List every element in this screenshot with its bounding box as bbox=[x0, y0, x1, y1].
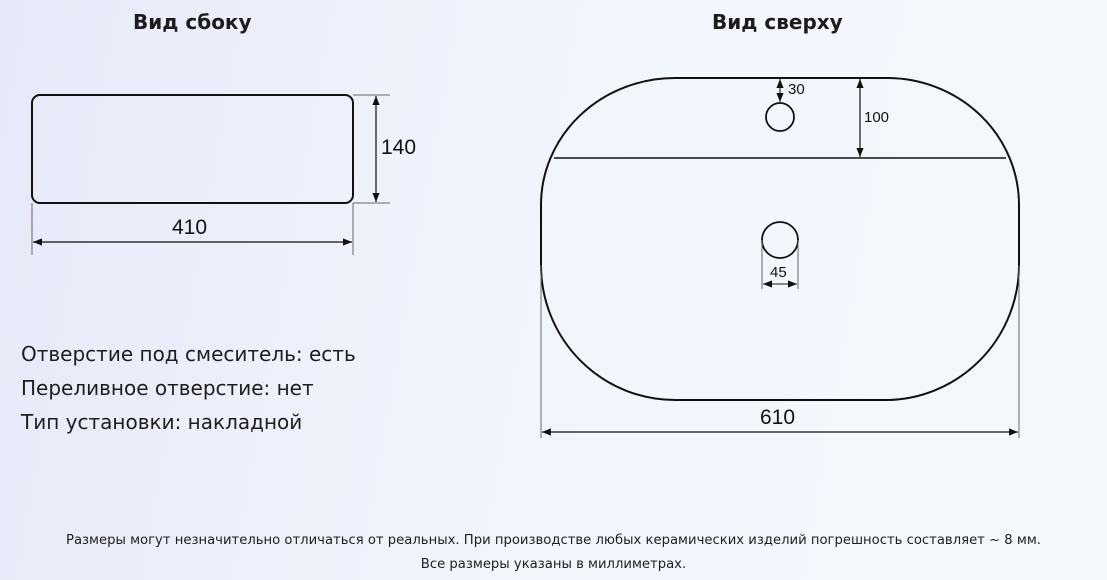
footer-units-note: Все размеры указаны в миллиметрах. bbox=[420, 557, 687, 572]
drain-hole bbox=[761, 221, 799, 259]
side-view-drawing bbox=[31, 94, 390, 255]
length-label: 610 bbox=[760, 406, 796, 429]
side-view-title: Вид сбоку bbox=[133, 10, 252, 34]
drain-diameter-label: 45 bbox=[770, 264, 787, 281]
deck-depth-label: 100 bbox=[864, 109, 890, 126]
spec-faucet-hole: Отверстие под смеситель: есть bbox=[21, 342, 356, 366]
side-view-outline bbox=[31, 94, 354, 204]
spec-installation-type: Тип установки: накладной bbox=[21, 410, 303, 434]
top-view-drawing bbox=[540, 77, 1020, 438]
height-label: 140 bbox=[381, 136, 417, 159]
spec-overflow: Переливное отверстие: нет bbox=[21, 376, 314, 400]
faucet-hole bbox=[765, 102, 795, 132]
top-view-title: Вид сверху bbox=[712, 10, 843, 34]
width-label: 410 bbox=[172, 216, 208, 239]
spec-list: Отверстие под смеситель: есть Переливное… bbox=[21, 337, 356, 439]
top-view-outline bbox=[540, 77, 1020, 401]
faucet-offset-label: 30 bbox=[788, 81, 805, 98]
footer-disclaimer: Размеры могут незначительно отличаться о… bbox=[66, 533, 1041, 548]
